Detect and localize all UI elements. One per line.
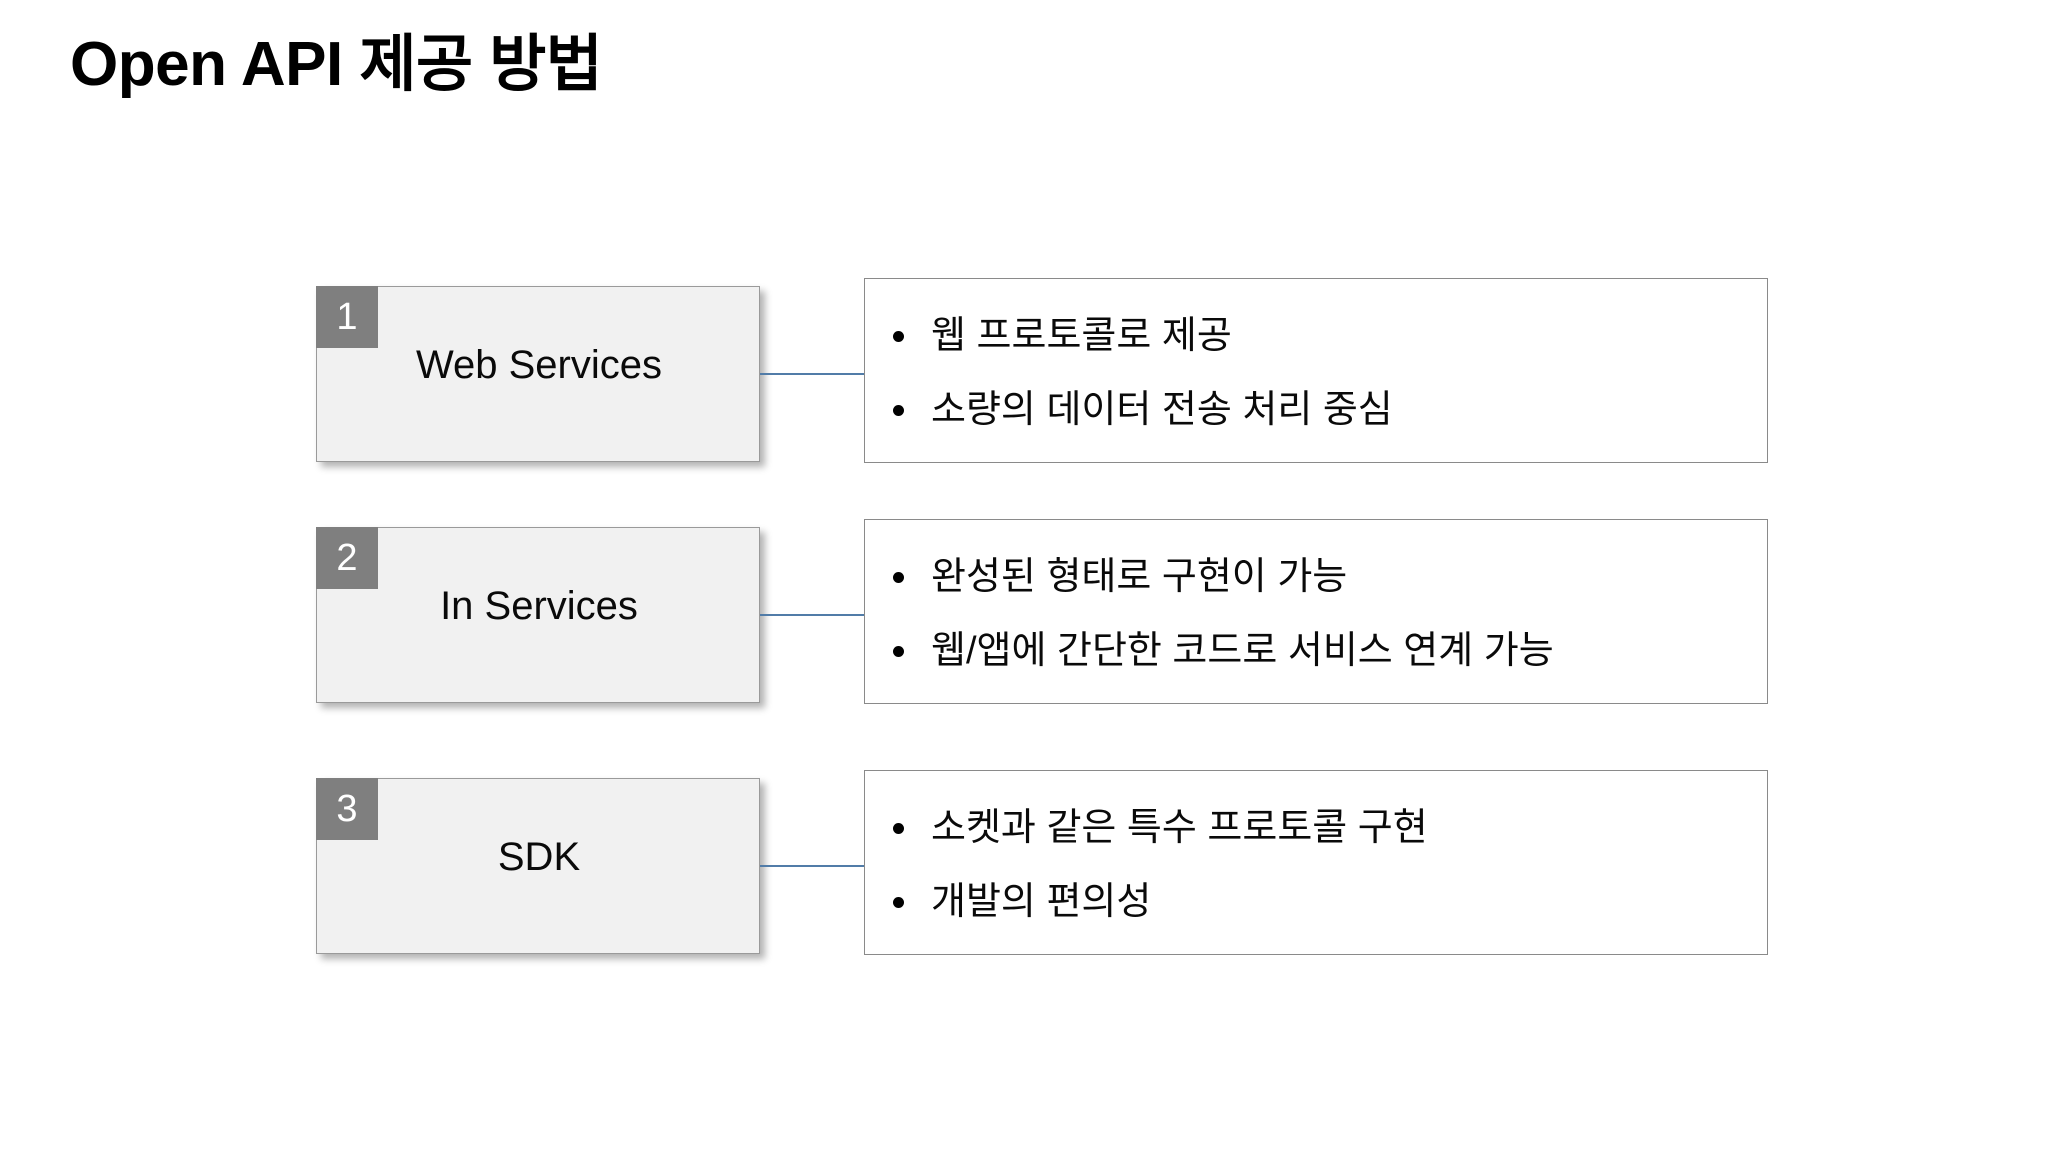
- connector-line-2: [760, 614, 864, 616]
- list-item: 완성된 형태로 구현이 가능: [883, 540, 1757, 614]
- method-number-badge: 3: [316, 778, 378, 840]
- bullet-text: 웹 프로토콜로 제공: [931, 315, 1232, 357]
- bullet-dot-icon: [893, 823, 904, 834]
- method-card-label: SDK: [497, 835, 581, 879]
- bullet-dot-icon: [893, 897, 904, 908]
- list-item: 개발의 편의성: [883, 865, 1757, 939]
- method-card-3[interactable]: 3 SDK: [316, 778, 760, 954]
- connector-line-1: [760, 373, 864, 375]
- method-details-panel-3: 소켓과 같은 특수 프로토콜 구현 개발의 편의성: [864, 770, 1768, 955]
- method-card-1[interactable]: 1 Web Services: [316, 286, 760, 462]
- bullet-list: 완성된 형태로 구현이 가능 웹/앱에 간단한 코드로 서비스 연계 가능: [883, 540, 1757, 688]
- bullet-text: 소켓과 같은 특수 프로토콜 구현: [931, 807, 1428, 849]
- list-item: 소량의 데이터 전송 처리 중심: [883, 373, 1757, 447]
- bullet-text: 완성된 형태로 구현이 가능: [931, 556, 1348, 598]
- method-number-badge: 1: [316, 286, 378, 348]
- list-item: 웹/앱에 간단한 코드로 서비스 연계 가능: [883, 614, 1757, 688]
- list-item: 웹 프로토콜로 제공: [883, 299, 1757, 373]
- method-number-badge: 2: [316, 527, 378, 589]
- bullet-dot-icon: [893, 646, 904, 657]
- bullet-dot-icon: [893, 572, 904, 583]
- list-item: 소켓과 같은 특수 프로토콜 구현: [883, 791, 1757, 865]
- connector-line-3: [760, 865, 864, 867]
- bullet-text: 개발의 편의성: [931, 881, 1152, 923]
- page-title: Open API 제공 방법: [70, 30, 603, 99]
- method-details-panel-2: 완성된 형태로 구현이 가능 웹/앱에 간단한 코드로 서비스 연계 가능: [864, 519, 1768, 704]
- bullet-list: 웹 프로토콜로 제공 소량의 데이터 전송 처리 중심: [883, 299, 1757, 447]
- method-details-panel-1: 웹 프로토콜로 제공 소량의 데이터 전송 처리 중심: [864, 278, 1768, 463]
- method-card-label: In Services: [440, 584, 638, 628]
- bullet-dot-icon: [893, 331, 904, 342]
- bullet-dot-icon: [893, 405, 904, 416]
- bullet-text: 소량의 데이터 전송 처리 중심: [931, 389, 1393, 431]
- bullet-list: 소켓과 같은 특수 프로토콜 구현 개발의 편의성: [883, 791, 1757, 939]
- method-card-2[interactable]: 2 In Services: [316, 527, 760, 703]
- method-card-label: Web Services: [415, 343, 662, 387]
- bullet-text: 웹/앱에 간단한 코드로 서비스 연계 가능: [931, 630, 1554, 672]
